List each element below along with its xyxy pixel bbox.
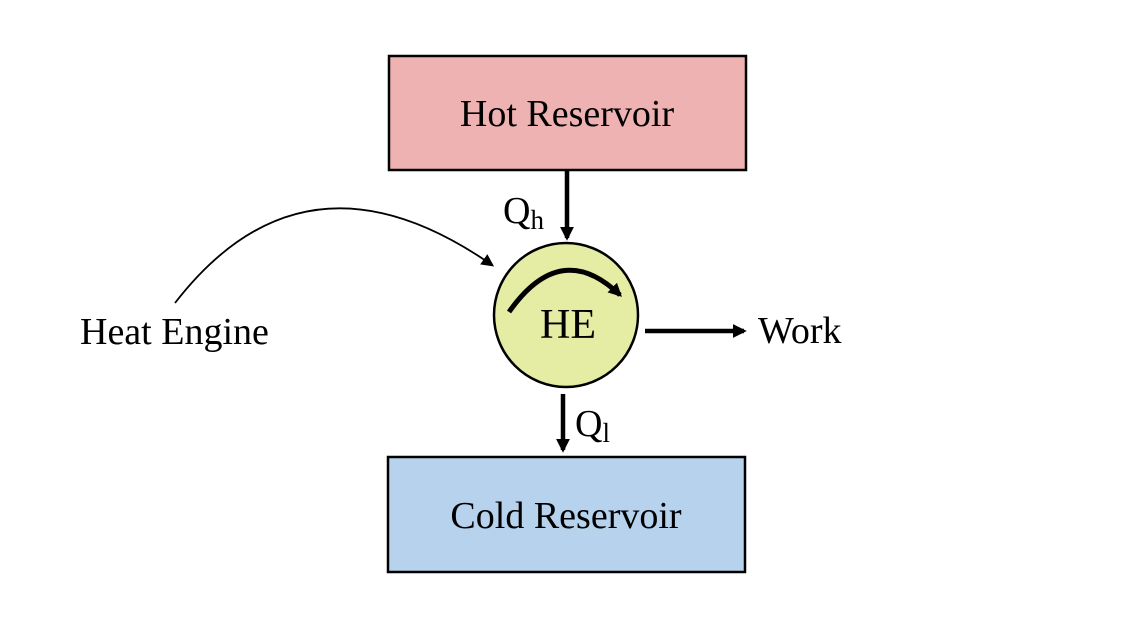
q-l-symbol: Q — [575, 403, 602, 445]
cold-reservoir-box — [386, 455, 747, 574]
q-h-label: Qh — [503, 190, 544, 235]
hot-reservoir-label: Hot Reservoir — [460, 93, 675, 135]
q-h-subscript: h — [531, 205, 545, 235]
q-h-symbol: Q — [503, 190, 530, 232]
q-l-subscript: l — [602, 418, 610, 448]
caption-pointer-arrow — [174, 207, 495, 304]
hot-reservoir-box — [387, 54, 748, 172]
cold-reservoir-label: Cold Reservoir — [450, 495, 681, 537]
engine-cycle-arrow — [506, 267, 622, 314]
q-l-label: Ql — [575, 403, 610, 448]
heat-engine-caption: Heat Engine — [80, 311, 269, 353]
work-label: Work — [758, 310, 841, 352]
heat-engine-abbrev-label: HE — [540, 302, 596, 348]
